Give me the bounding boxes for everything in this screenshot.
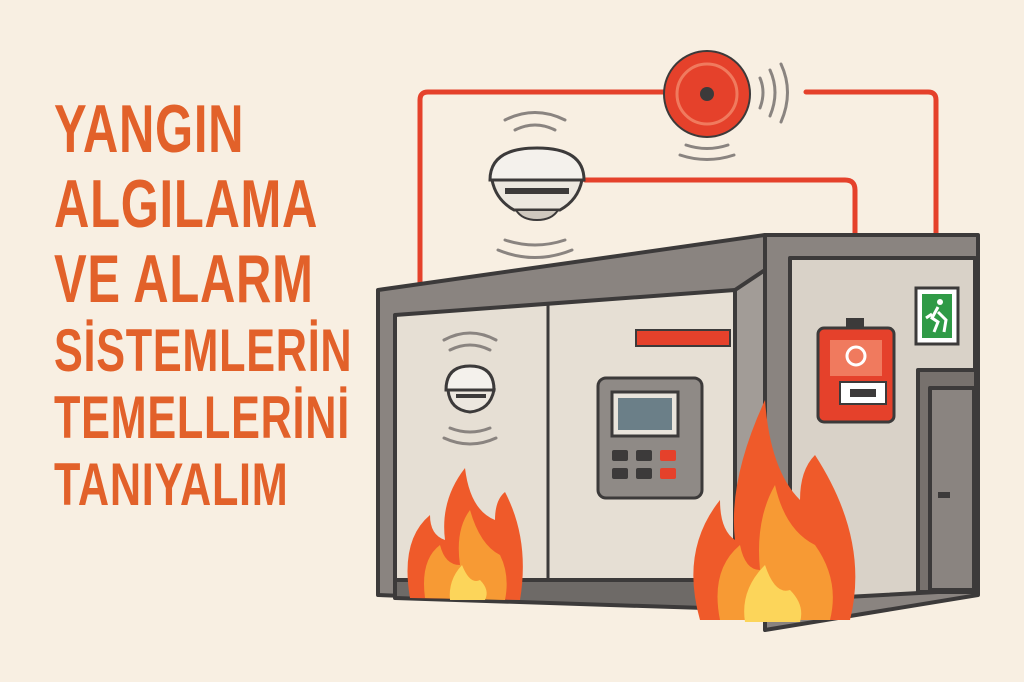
- wall-smoke-detector-icon: [442, 331, 498, 446]
- control-panel-icon: [596, 376, 704, 500]
- alarm-bell-icon: [663, 50, 789, 161]
- headline-line-1: YANGIN: [54, 91, 245, 167]
- manual-call-point-icon: [816, 318, 896, 424]
- headline-line-4: SİSTEMLERİN: [54, 317, 353, 384]
- headline: YANGIN ALGILAMA VE ALARM SİSTEMLERİN TEM…: [54, 91, 468, 519]
- exit-sign-icon: [914, 286, 960, 346]
- smoke-detector-icon: [488, 111, 586, 259]
- headline-line-5: TEMELLERİNİ: [54, 384, 350, 451]
- headline-line-6: TANIYALIM: [54, 451, 289, 518]
- strobe-bar: [635, 329, 731, 347]
- headline-line-3: VE ALARM: [54, 241, 314, 317]
- headline-line-2: ALGILAMA: [54, 166, 319, 242]
- flame-icon: [407, 400, 856, 622]
